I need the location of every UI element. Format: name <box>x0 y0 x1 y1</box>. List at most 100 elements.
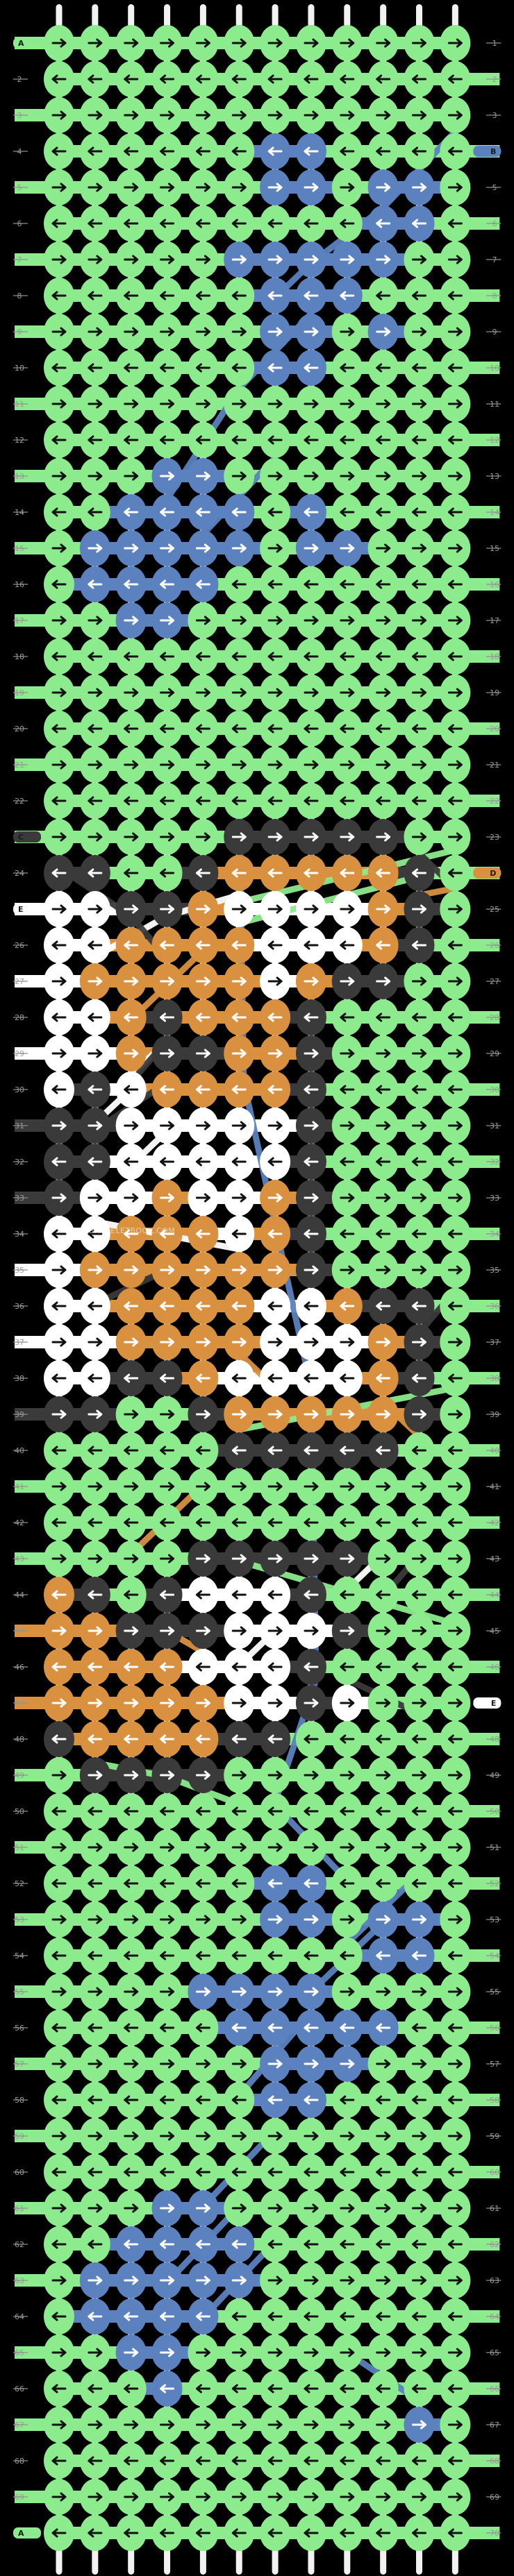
knot-link <box>72 1949 82 1962</box>
color-tag-a[interactable] <box>13 2527 41 2539</box>
knot-direction-arrow-right <box>447 688 463 697</box>
knot-direction-arrow-left <box>160 435 175 445</box>
knot-direction-arrow-left <box>88 1301 103 1311</box>
knot-link <box>216 2418 226 2431</box>
knot-direction-arrow-right <box>447 2492 463 2502</box>
knot-link <box>144 1661 154 1673</box>
knot-direction-arrow-left <box>124 1951 139 1960</box>
knot-link <box>108 145 118 158</box>
row-lead-in <box>15 1552 45 1565</box>
knot-direction-arrow-right <box>447 38 463 48</box>
knot-direction-arrow-left <box>231 146 247 156</box>
knot-link <box>432 1011 442 1024</box>
knot-direction-arrow-left <box>88 579 103 589</box>
knot-link <box>144 1841 154 1854</box>
knot-direction-arrow-right <box>160 2131 175 2141</box>
knot-link <box>396 1228 406 1240</box>
knot-direction-arrow-right <box>160 2203 175 2213</box>
knot-link <box>288 1372 298 1384</box>
knot-direction-arrow-right <box>51 1482 67 1491</box>
knot-link <box>360 2238 370 2251</box>
knot-link <box>180 181 190 194</box>
knot-link <box>216 362 226 374</box>
knot-link <box>396 2527 406 2539</box>
knot-direction-arrow-right <box>376 2348 391 2357</box>
knot-direction-arrow-right <box>304 2276 319 2285</box>
knot-direction-arrow-right <box>195 1915 210 1924</box>
knot-direction-arrow-right <box>376 399 391 409</box>
knot-direction-arrow-left <box>51 579 67 589</box>
knot-link <box>216 1336 226 1348</box>
knot-link <box>252 181 263 194</box>
knot-link <box>396 253 406 266</box>
knot-direction-arrow-right <box>195 1770 210 1780</box>
knot-direction-arrow-left <box>304 1951 319 1960</box>
knot-link <box>216 1480 226 1493</box>
knot-direction-arrow-right <box>88 327 103 337</box>
knot-direction-arrow-left <box>88 146 103 156</box>
row-lead-in <box>15 325 45 338</box>
knot-direction-arrow-right <box>412 2276 426 2285</box>
knot-link <box>108 1985 118 1998</box>
knot-link <box>360 1985 370 1998</box>
knot-direction-arrow-left <box>447 1085 463 1094</box>
knot-link <box>324 867 334 879</box>
knot-link <box>432 2382 442 2395</box>
knot-link <box>144 1119 154 1132</box>
color-tag-c[interactable] <box>13 831 41 842</box>
knot-direction-arrow-right <box>51 1337 67 1347</box>
knot-link <box>396 1661 406 1673</box>
knot-direction-arrow-left <box>267 724 283 734</box>
knot-link <box>72 398 82 410</box>
color-tag-e[interactable] <box>13 904 41 915</box>
knot-link <box>360 1372 370 1384</box>
knot-direction-arrow-left <box>447 363 463 373</box>
color-tag-d[interactable] <box>473 867 501 879</box>
knot-direction-arrow-left <box>231 1157 247 1167</box>
row-lead-in <box>15 1769 45 1781</box>
knot-link <box>396 1588 406 1601</box>
knot-direction-arrow-left <box>304 1662 319 1672</box>
knot-direction-arrow-left <box>231 1806 247 1816</box>
knot-direction-arrow-right <box>340 2420 355 2430</box>
knot-link <box>360 1228 370 1240</box>
knot-link <box>108 759 118 771</box>
knot-direction-arrow-right <box>231 327 247 337</box>
knot-direction-arrow-left <box>376 2384 391 2393</box>
knot-link <box>288 831 298 843</box>
knot-link <box>216 1228 226 1240</box>
knot-link <box>108 867 118 879</box>
knot-link <box>180 2346 190 2359</box>
row-lead-out <box>469 1949 500 1962</box>
knot-direction-arrow-right <box>231 1915 247 1924</box>
knot-direction-arrow-right <box>195 327 210 337</box>
knot-direction-arrow-left <box>340 1373 355 1383</box>
knot-direction-arrow-left <box>267 652 283 661</box>
knot-link <box>396 1192 406 1204</box>
knot-direction-arrow-right <box>412 38 426 48</box>
knot-direction-arrow-right <box>304 616 319 625</box>
row-lead-out <box>469 434 500 446</box>
knot-direction-arrow-right <box>304 2059 319 2069</box>
knot-link <box>180 2202 190 2214</box>
knot-direction-arrow-left <box>51 363 67 373</box>
knot-link <box>72 1985 82 1998</box>
knot-direction-arrow-right <box>304 327 319 337</box>
knot-link <box>144 759 154 771</box>
knot-link <box>288 2130 298 2142</box>
knot-direction-arrow-right <box>231 1987 247 1997</box>
knot-link <box>72 181 82 194</box>
knot-link <box>108 506 118 518</box>
color-tag-a[interactable] <box>13 37 41 49</box>
knot-link <box>216 2491 226 2503</box>
knot-direction-arrow-left <box>51 2384 67 2393</box>
color-tag-b[interactable] <box>473 146 501 157</box>
knot-direction-arrow-right <box>304 110 319 120</box>
knot-link <box>396 73 406 85</box>
knot-direction-arrow-right <box>304 1482 319 1491</box>
knot-link <box>252 2382 263 2395</box>
knot-link <box>180 1949 190 1962</box>
color-tag-e[interactable] <box>473 1697 501 1709</box>
knot-link <box>432 1228 442 1240</box>
knot-direction-arrow-right <box>231 1770 247 1780</box>
